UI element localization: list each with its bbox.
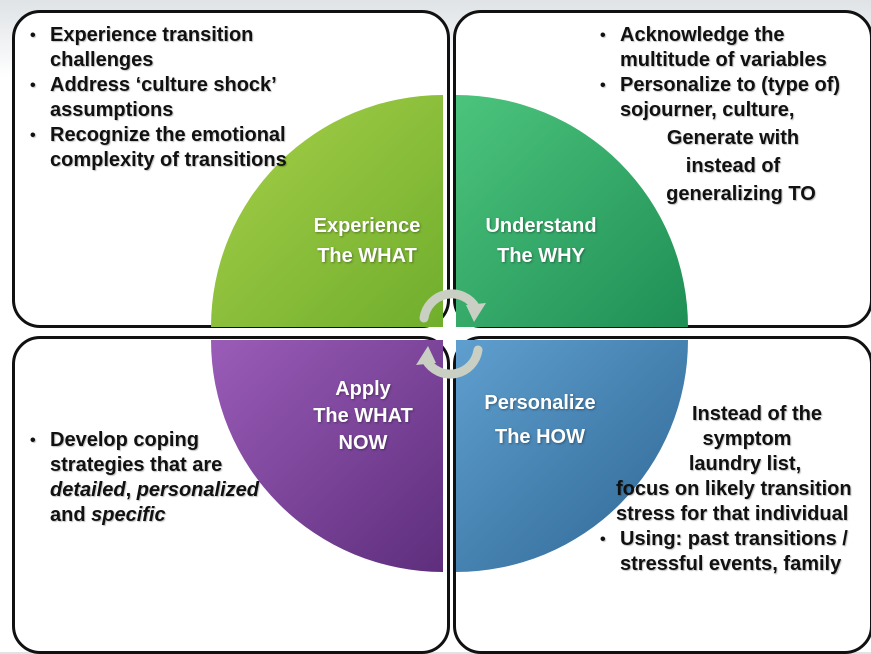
label-personalize-line2: The HOW <box>495 426 585 448</box>
personalize-line-a: Instead of the <box>691 403 822 425</box>
bullet-item: Personalize to (type of) sojourner, cult… <box>598 73 868 123</box>
quadrant-bottom-right <box>456 340 688 572</box>
label-apply-line2: The WHAT <box>313 405 413 427</box>
bullet-item: Experience transition challenges <box>28 23 348 73</box>
experience-bullet-list: Experience transition challenges Address… <box>28 23 348 173</box>
label-understand-line2: The WHY <box>497 245 585 267</box>
apply-italic-specific: specific <box>91 504 166 526</box>
understand-line-a: Generate with <box>666 127 800 149</box>
quadrant-label-understand: Understand The WHY <box>456 211 626 271</box>
personalize-bullet-list: Instead of the symptom laundry list, foc… <box>598 402 868 577</box>
personalize-line-b: symptom <box>702 428 792 450</box>
apply-bullet-list: Develop coping strategies that are detai… <box>28 428 278 528</box>
quadrant-label-experience: Experience The WHAT <box>282 211 452 271</box>
apply-italic-detailed: detailed <box>50 479 126 501</box>
arrow-head-left-icon <box>416 346 436 365</box>
quadrant-label-personalize: Personalize The HOW <box>455 386 625 454</box>
apply-text-a: Develop coping strategies that are <box>50 429 223 476</box>
label-apply-line3: NOW <box>338 432 388 454</box>
understand-line-b: instead of <box>685 155 781 177</box>
cycle-arrows-icon <box>419 289 483 379</box>
understand-line-c: generalizing TO <box>666 183 816 205</box>
label-personalize-line1: Personalize <box>484 392 596 414</box>
label-apply-line1: Apply <box>335 378 391 400</box>
quadrant-label-apply: Apply The WHAT NOW <box>278 376 448 457</box>
understand-bullet-list: Acknowledge the multitude of variables P… <box>598 23 868 207</box>
quadrant-top-right <box>456 95 688 327</box>
bullet-item: Acknowledge the multitude of variables <box>598 23 868 73</box>
personalize-line-c: laundry list, <box>688 453 802 475</box>
arrow-head-right-icon <box>466 303 486 322</box>
personalize-line-d: focus on likely transition stress for th… <box>616 478 852 525</box>
bullet-item: Using: past transitions / stressful even… <box>598 527 868 577</box>
bullet-item: Develop coping strategies that are detai… <box>28 428 278 528</box>
label-understand-line1: Understand <box>485 215 597 237</box>
apply-sep-2: and <box>50 504 92 526</box>
bullet-item: Recognize the emotional complexity of tr… <box>28 123 348 173</box>
bullet-item: Address ‘culture shock’ assumptions <box>28 73 348 123</box>
label-experience-line1: Experience <box>313 215 421 237</box>
label-experience-line2: The WHAT <box>317 245 417 267</box>
apply-italic-personalized: personalized <box>136 479 259 501</box>
quadrant-bottom-left <box>211 340 443 572</box>
apply-sep-1: , <box>125 479 137 501</box>
quadrant-top-left <box>211 95 443 327</box>
